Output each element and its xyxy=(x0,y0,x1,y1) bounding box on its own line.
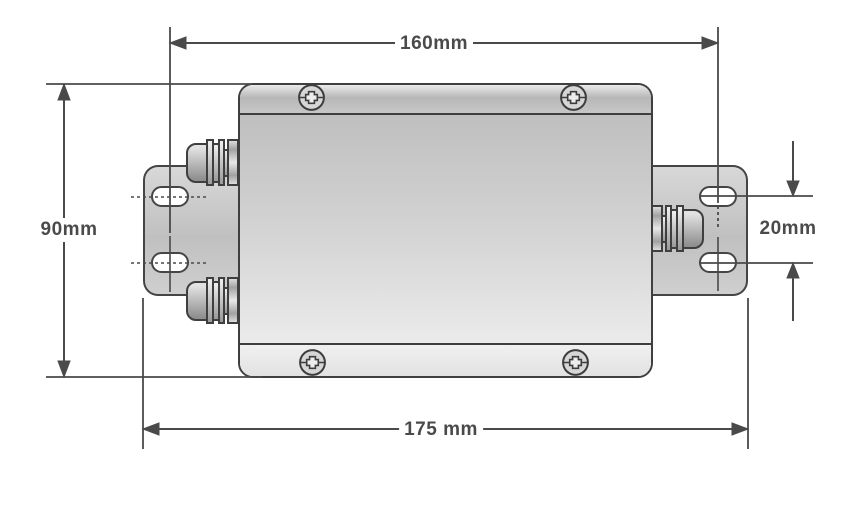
mounting-slot-left-top xyxy=(151,186,189,207)
gland-cap xyxy=(186,280,208,321)
enclosure-body xyxy=(238,83,653,378)
phillips-screw-icon xyxy=(562,349,589,376)
phillips-screw-icon xyxy=(298,84,325,111)
gland-cap xyxy=(682,208,704,249)
mounting-slot-left-bottom xyxy=(151,252,189,273)
cable-gland-left-top xyxy=(186,139,239,186)
dimension-label-top-width: 160mm xyxy=(395,32,473,56)
dimension-label-hole-spacing: 20mm xyxy=(754,217,822,241)
dimension-label-bottom-width: 175 mm xyxy=(399,418,483,442)
dimension-label-left-height: 90mm xyxy=(35,218,103,242)
cable-gland-left-bottom xyxy=(186,277,239,324)
mounting-slot-right-top xyxy=(699,186,737,207)
phillips-screw-icon xyxy=(560,84,587,111)
cable-gland-right xyxy=(651,205,704,252)
mounting-slot-right-bottom xyxy=(699,252,737,273)
phillips-screw-icon xyxy=(299,349,326,376)
enclosure-lid-center xyxy=(240,115,651,343)
gland-cap xyxy=(186,142,208,183)
